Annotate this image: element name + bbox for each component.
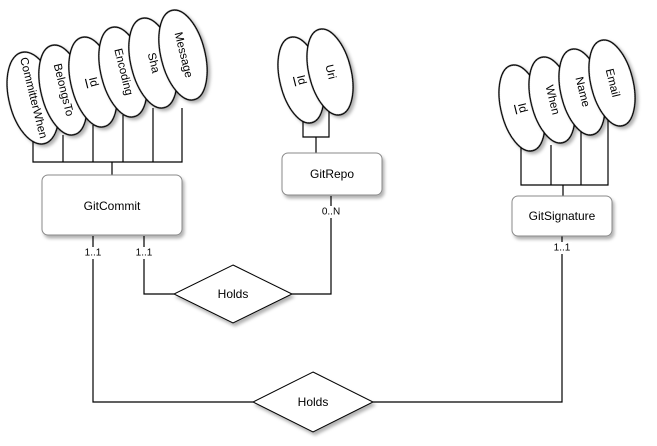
entity-gitsignature: GitSignature: [511, 195, 613, 237]
attribute-uri: Uri: [306, 28, 354, 116]
cardinality-commit-signature-signature-side: 1..1: [552, 242, 572, 254]
relationship-commit-signature: Holds: [251, 371, 375, 433]
svg-text:1..1: 1..1: [136, 248, 153, 259]
svg-text:Id: Id: [515, 102, 529, 114]
cardinality-commit-signature-commit-side: 1..1: [83, 247, 103, 259]
relationship-commit-repo: Holds: [172, 264, 294, 324]
svg-text:Sha: Sha: [145, 52, 162, 75]
gitsignature-attributes: Id When Name Email: [498, 39, 636, 152]
svg-text:0..N: 0..N: [322, 207, 340, 218]
connector-lines: [32, 108, 609, 403]
svg-text:1..1: 1..1: [554, 243, 571, 254]
attribute-email: Email: [588, 39, 636, 127]
cardinality-commit-repo-commit-side: 1..1: [134, 247, 154, 259]
entity-gitcommit: GitCommit: [41, 174, 183, 236]
attribute-message: Message: [158, 9, 208, 101]
entity-gitrepo-label: GitRepo: [310, 167, 354, 181]
entity-gitcommit-label: GitCommit: [84, 199, 141, 213]
entity-gitsignature-label: GitSignature: [529, 209, 596, 223]
gitrepo-attributes: Id Uri: [277, 28, 354, 124]
svg-text:Id: Id: [294, 74, 308, 86]
svg-text:Uri: Uri: [322, 63, 337, 80]
gitcommit-attributes: CommitterWhen BelongsTo Id Encoding Sha …: [6, 9, 208, 145]
svg-text:1..1: 1..1: [85, 248, 102, 259]
entity-gitrepo: GitRepo: [281, 152, 383, 196]
relationship-commit-repo-label: Holds: [218, 287, 249, 301]
relationship-commit-signature-label: Holds: [298, 395, 329, 409]
svg-text:Id: Id: [86, 76, 100, 88]
cardinality-commit-repo-repo-side: 0..N: [319, 206, 343, 218]
